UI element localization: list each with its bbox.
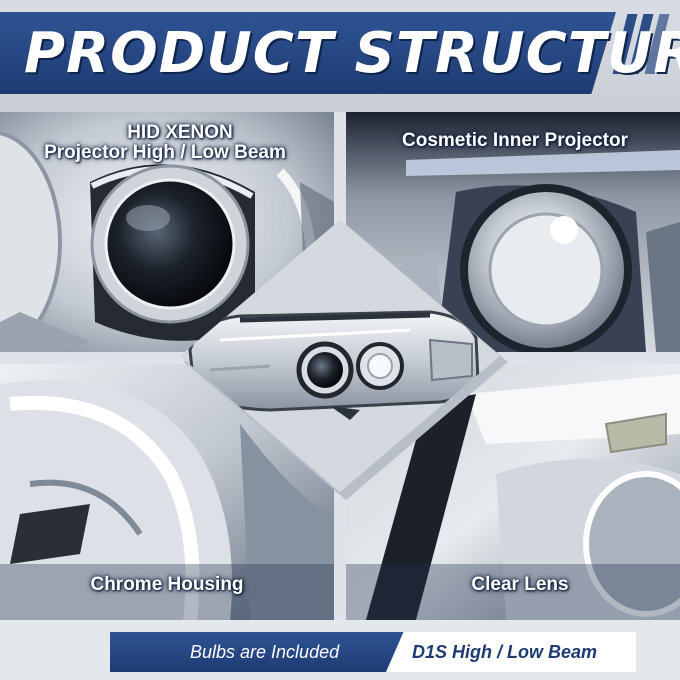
hid-xenon-label: HID XENON	[127, 122, 233, 143]
clear-lens-label: Clear Lens	[471, 574, 569, 595]
cosmetic-projector-label: Cosmetic Inner Projector	[402, 130, 628, 151]
chrome-housing-label: Chrome Housing	[90, 574, 244, 595]
bulbs-included-text: Bulbs are Included	[190, 642, 340, 662]
header-banner	[0, 12, 616, 94]
photo-clear-lens	[346, 364, 680, 620]
photo-chrome-housing	[0, 364, 334, 620]
bulb-type-text: D1S High / Low Beam	[412, 642, 598, 662]
projector-beam-label: Projector High / Low Beam	[44, 142, 286, 163]
headlight-product-image	[188, 310, 480, 420]
page-title: PRODUCT STRUCTURE	[24, 21, 680, 86]
footer-white-band	[386, 632, 636, 672]
photo-hid-projector	[0, 112, 334, 352]
footer-blue-band	[110, 632, 410, 672]
